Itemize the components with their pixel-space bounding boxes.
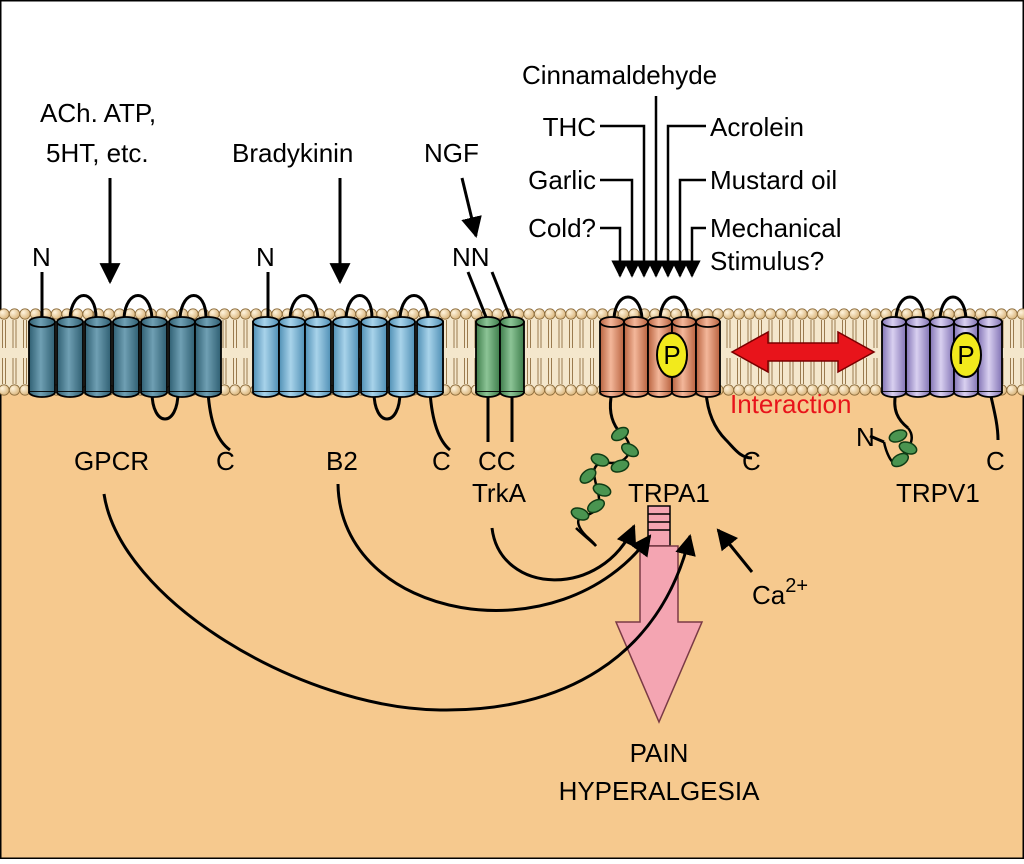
gpcr-c-terminus: C <box>216 446 235 476</box>
trpv1-n-terminus: N <box>856 422 875 452</box>
bradykinin-label: Bradykinin <box>232 138 353 168</box>
b2-n-terminus: N <box>256 242 275 272</box>
hyperalgesia-label: HYPERALGESIA <box>559 776 761 806</box>
cold-label: Cold? <box>528 213 596 243</box>
trpv1-phospho-label: P <box>957 340 974 370</box>
trpa1-phospho-label: P <box>663 340 680 370</box>
gpcr-label: GPCR <box>74 446 149 476</box>
gpcr-ligand-label-line2: 5HT, etc. <box>46 138 149 168</box>
trpa1-phosphorylation-site <box>656 332 688 378</box>
gpcr-n-terminus: N <box>32 242 51 272</box>
trpv1-phosphorylation-site <box>950 332 982 378</box>
trpa1-c-terminus: C <box>742 446 761 476</box>
thc-label: THC <box>543 112 596 142</box>
mechanical-label-line1: Mechanical <box>710 213 842 243</box>
trpa1-agonist-arrows <box>600 96 706 278</box>
calcium-charge: 2+ <box>785 575 808 597</box>
trpv1-ankyrin-repeats <box>882 427 918 468</box>
pain-label: PAIN <box>630 738 689 768</box>
trpv1-channel: P <box>869 295 1003 468</box>
trpv1-c-terminus: C <box>986 446 1005 476</box>
b2-label: B2 <box>326 446 358 476</box>
mustard-oil-label: Mustard oil <box>710 165 837 195</box>
b2-receptor <box>252 272 452 452</box>
gpcr-ligand-label-line1: ACh. ATP, <box>40 98 156 128</box>
cinnamaldehyde-label: Cinnamaldehyde <box>522 60 717 90</box>
garlic-label: Garlic <box>528 165 596 195</box>
trka-n-termini: NN <box>452 242 490 272</box>
pain-arrow <box>614 505 704 724</box>
trka-c-termini: CC <box>478 446 516 476</box>
trpa1-label: TRPA1 <box>628 478 710 508</box>
ngf-arrow <box>460 177 482 239</box>
trpa1-channel: P <box>570 295 753 547</box>
interaction-label: Interaction <box>730 389 851 419</box>
trka-receptor <box>466 271 525 442</box>
calcium-arrow <box>716 528 754 573</box>
gpcr-receptor <box>28 272 231 452</box>
calcium-label: Ca2+ <box>752 575 808 610</box>
b2-c-terminus: C <box>432 446 451 476</box>
b2-to-trpa1-arrow <box>336 483 652 612</box>
acrolein-label: Acrolein <box>710 112 804 142</box>
interaction-arrow <box>730 330 876 374</box>
trka-label: TrkA <box>472 478 527 508</box>
gpcr-to-trpa1-arrow <box>102 493 696 712</box>
signaling-arrows <box>102 483 754 712</box>
mechanical-label-line2: Stimulus? <box>710 246 824 276</box>
trka-to-trpa1-arrow <box>490 524 637 582</box>
trpv1-label: TRPV1 <box>896 478 980 508</box>
ngf-label: NGF <box>424 138 479 168</box>
calcium-base: Ca <box>752 580 786 610</box>
